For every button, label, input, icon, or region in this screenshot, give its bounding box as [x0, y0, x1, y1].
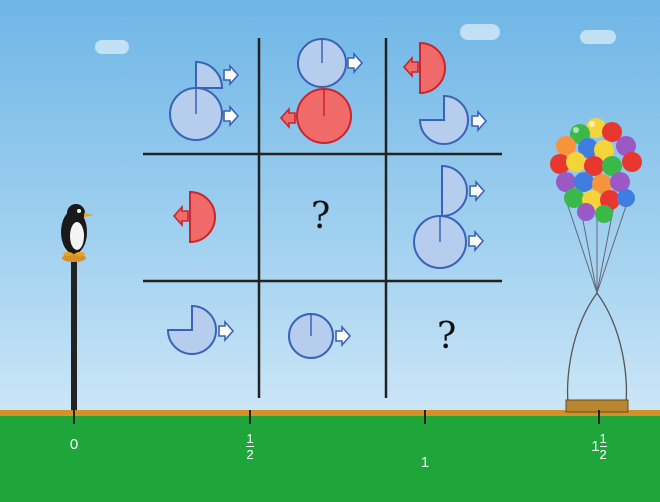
full-circle-shape — [413, 215, 484, 269]
three-quarter-circle-shape — [418, 94, 487, 145]
ground-strip — [0, 410, 660, 416]
ground — [0, 410, 660, 502]
label-one-and-half: 1 1 2 — [591, 431, 607, 462]
balloon-cluster — [550, 118, 642, 223]
full-circle-shape — [297, 38, 363, 88]
penguin-pole — [71, 258, 77, 410]
tick-zero — [73, 410, 75, 424]
tick-half — [249, 410, 251, 424]
label-half: 1 2 — [246, 431, 254, 462]
cloud — [460, 24, 500, 40]
half-circle-shape — [441, 164, 485, 218]
balloon-basket — [565, 199, 629, 413]
label-one: 1 — [420, 454, 430, 471]
tick-one — [424, 410, 426, 424]
red-half-circle-shape — [173, 190, 216, 244]
cloud — [95, 40, 129, 54]
three-quarter-circle-shape — [166, 304, 234, 355]
red-half-circle-shape — [403, 41, 446, 95]
quarter-circle-shape — [195, 60, 239, 89]
red-full-circle-shape — [280, 88, 352, 144]
full-circle-shape — [169, 87, 239, 141]
answer-slot-bottom-right[interactable]: ? — [437, 316, 457, 357]
tick-one-half — [598, 410, 600, 424]
label-zero: 0 — [69, 436, 79, 453]
grid-lines — [143, 38, 502, 398]
penguin-character — [61, 204, 94, 262]
cloud — [580, 30, 616, 44]
full-circle-shape — [288, 313, 351, 359]
answer-slot-center[interactable]: ? — [311, 196, 331, 237]
